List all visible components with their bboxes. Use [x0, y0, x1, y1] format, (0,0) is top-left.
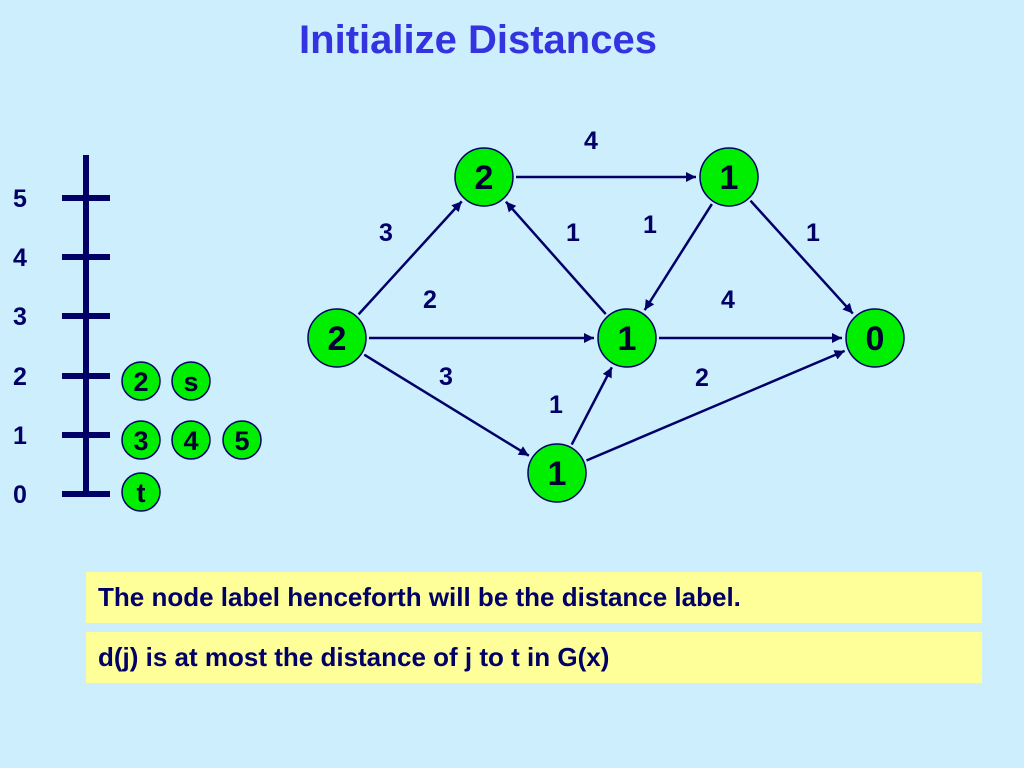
scale-label: 2 [13, 363, 27, 391]
edge-capacity-label: 3 [379, 219, 393, 247]
graph-node-label: 1 [548, 455, 567, 493]
scale-label: 5 [13, 185, 27, 213]
graph-node-label: 2 [475, 159, 494, 197]
graph-node [845, 308, 905, 368]
graph-edge [643, 203, 713, 311]
edge-capacity-label: 1 [549, 391, 563, 419]
bucket-node [171, 420, 211, 460]
edge-capacity-label: 2 [695, 364, 709, 392]
scale-label: 1 [13, 422, 27, 450]
distance-scale: 5 4 3 2 1 0 [13, 155, 110, 509]
graph-node [454, 147, 514, 207]
bucket-node [171, 361, 211, 401]
graph-node-label: 1 [618, 320, 637, 358]
bucket-node-label: 3 [133, 426, 148, 456]
edge-capacity-label: 4 [584, 127, 598, 155]
edge-capacity-label: 1 [806, 219, 820, 247]
bucket-node [121, 420, 161, 460]
bucket-node [121, 361, 161, 401]
page-title: Initialize Distances [299, 18, 657, 62]
graph-node [527, 443, 587, 503]
bucket-node-label: 2 [133, 367, 148, 397]
graph-edge [357, 200, 463, 316]
graph-node-label: 1 [720, 159, 739, 197]
bucket-node [121, 472, 161, 512]
graph-edge [585, 349, 846, 462]
scale-label: 0 [13, 481, 27, 509]
bucket-node [222, 420, 262, 460]
graph-edge [749, 199, 854, 315]
graph-node [307, 308, 367, 368]
edge-capacity-label: 4 [721, 286, 735, 314]
note-distance-bound: d(j) is at most the distance of j to t i… [86, 632, 982, 683]
edge-capacity-label: 1 [566, 219, 580, 247]
graph-node [597, 308, 657, 368]
graph-node-label: 2 [328, 320, 347, 358]
note-distance-label: The node label henceforth will be the di… [86, 572, 982, 623]
graph-edge [504, 200, 607, 315]
graph-node-label: 0 [866, 320, 885, 358]
edge-capacity-label: 3 [439, 363, 453, 391]
bucket-node-label: 5 [234, 426, 249, 456]
scale-label: 4 [13, 244, 27, 272]
graph-node [699, 147, 759, 207]
graph-edge [363, 353, 530, 457]
bucket-node-label: t [137, 478, 146, 508]
scale-label: 3 [13, 303, 27, 331]
graph-edge [570, 366, 613, 446]
graph-edges: 3 4 1 1 1 2 4 3 1 2 [357, 127, 854, 462]
edge-capacity-label: 2 [423, 286, 437, 314]
graph-nodes: 2 2 1 1 1 0 [307, 147, 905, 503]
bucket-node-label: 4 [183, 426, 198, 456]
distance-buckets: 2 s 3 4 5 t [121, 361, 262, 512]
edge-capacity-label: 1 [643, 211, 657, 239]
bucket-node-label: s [183, 367, 198, 397]
